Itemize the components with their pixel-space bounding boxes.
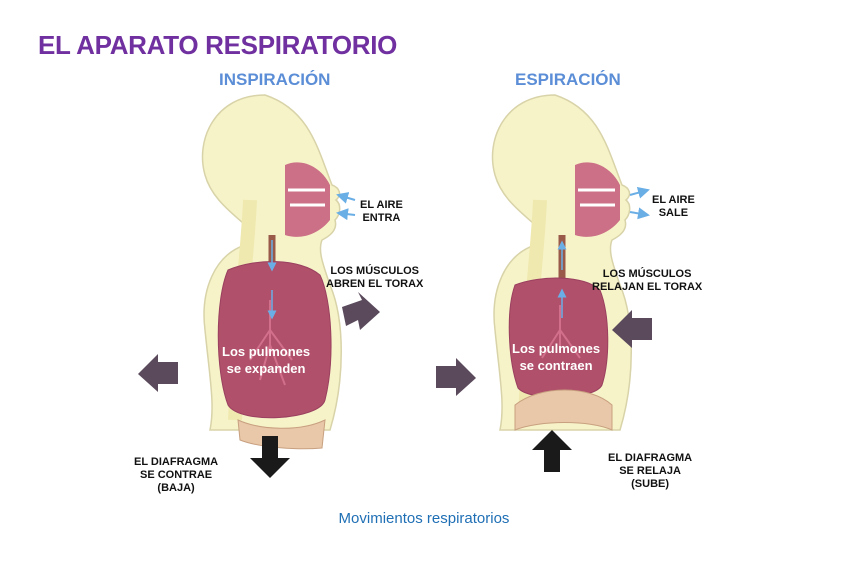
expiration-diaphragm-arrow-up <box>532 430 572 472</box>
expiration-lungs <box>509 278 608 397</box>
figure-caption: Movimientos respiratorios <box>0 510 848 527</box>
inspiration-side-arrow-right <box>342 292 380 330</box>
inspiration-side-arrow-left <box>138 354 178 392</box>
inspiration-lungs <box>218 262 331 418</box>
expiration-side-arrow-right <box>436 358 476 396</box>
